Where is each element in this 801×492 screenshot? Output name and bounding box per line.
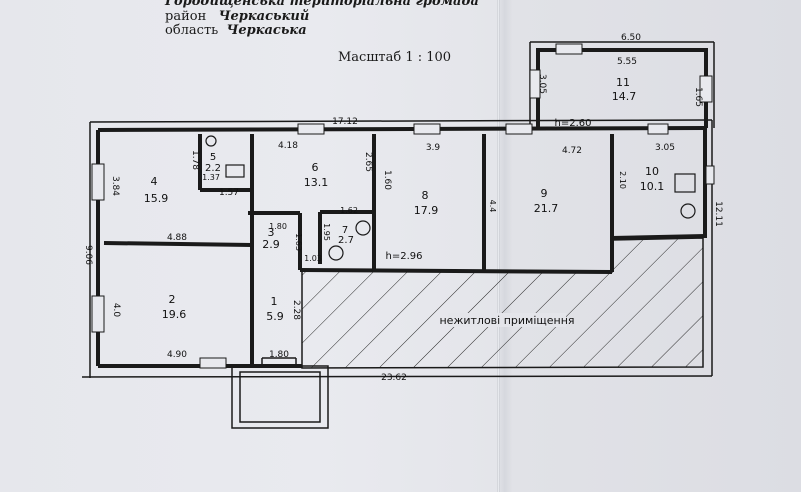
room-area: 15.9 xyxy=(144,192,169,205)
dim-label: 1.62 xyxy=(340,206,358,215)
dim-total-width: 23.62 xyxy=(381,373,407,383)
room-area: 19.6 xyxy=(162,308,187,321)
dim-label: 3.05 xyxy=(537,74,547,94)
dim-right-height: 12.11 xyxy=(713,201,723,227)
dim-label: 3.05 xyxy=(655,143,675,153)
dim-label: 6.50 xyxy=(621,33,641,43)
room-labels: 1 5.9 2 19.6 3 2.9 4 15.9 5 2.2 6 13.1 7… xyxy=(144,76,665,323)
room-number: 6 xyxy=(312,161,319,174)
room-number: 10 xyxy=(645,165,659,178)
dim-label: 4.0 xyxy=(111,303,121,318)
room-area: 13.1 xyxy=(304,176,329,189)
height-label: h=2.96 xyxy=(386,251,423,262)
dim-label: 4.18 xyxy=(278,141,298,151)
dim-label: 2.10 xyxy=(618,171,627,189)
dim-label: 1.95 xyxy=(322,223,331,241)
room-number: 5 xyxy=(210,152,216,163)
dim-label: 1.03 xyxy=(304,254,322,263)
scale-label: Масштаб 1 : 100 xyxy=(338,50,452,65)
dim-label: 2.28 xyxy=(291,300,301,320)
dim-label: 3.84 xyxy=(110,176,120,196)
room-number: 9 xyxy=(541,187,548,200)
nonresidential-label: нежитлові приміщення xyxy=(439,314,574,327)
thin-lines xyxy=(81,41,715,429)
room-number: 2 xyxy=(169,293,176,306)
room-number: 7 xyxy=(342,225,348,236)
dim-label: 4.90 xyxy=(167,350,187,360)
district-line: район Черкаський xyxy=(165,9,310,24)
height-label: h=2.60 xyxy=(555,118,592,129)
room-area: 5.9 xyxy=(266,310,284,323)
dimension-labels: 23.62 17.12 9.06 12.11 6.50 5.55 3.05 1.… xyxy=(83,33,723,383)
dim-left-height: 9.06 xyxy=(83,245,93,265)
community-title: Городищенська територіальна громада xyxy=(165,0,479,9)
room-area: 14.7 xyxy=(612,90,637,103)
dim-label: 5.55 xyxy=(617,57,637,67)
room-number: 1 xyxy=(271,295,278,308)
nonresidential-hatch xyxy=(301,237,704,369)
dim-label: 2.65 xyxy=(363,152,373,172)
windows xyxy=(91,43,715,369)
dim-label: 4.88 xyxy=(167,233,187,243)
room-area: 2.2 xyxy=(205,163,221,174)
room-number: 8 xyxy=(422,189,429,202)
dim-label: 1.60 xyxy=(382,170,392,190)
room-area: 2.9 xyxy=(262,238,280,251)
room-area: 2.7 xyxy=(338,235,354,246)
room-number: 11 xyxy=(616,76,630,89)
room-area: 17.9 xyxy=(414,204,439,217)
dim-label: 1.63 xyxy=(294,233,303,251)
region-line: область Черкаська xyxy=(165,23,307,38)
fixtures xyxy=(205,135,696,261)
page-fold xyxy=(497,0,500,492)
room-area: 10.1 xyxy=(640,180,665,193)
room-number: 3 xyxy=(268,226,275,239)
dim-top-width: 17.12 xyxy=(332,117,358,127)
dim-label: 1.80 xyxy=(269,222,287,231)
room-area: 21.7 xyxy=(534,202,559,215)
dim-label: 4.72 xyxy=(562,146,582,156)
caption-bg xyxy=(448,313,566,327)
dim-label: 1.80 xyxy=(269,350,289,360)
dim-label: 4.4 xyxy=(488,200,497,213)
dim-label: 1.37 xyxy=(202,173,220,182)
dim-label: 1.65 xyxy=(693,87,703,107)
dim-label: 1.78 xyxy=(190,150,200,170)
room-number: 4 xyxy=(151,175,158,188)
dim-label: 1.57 xyxy=(219,188,239,198)
dim-label: 3.9 xyxy=(426,143,441,153)
